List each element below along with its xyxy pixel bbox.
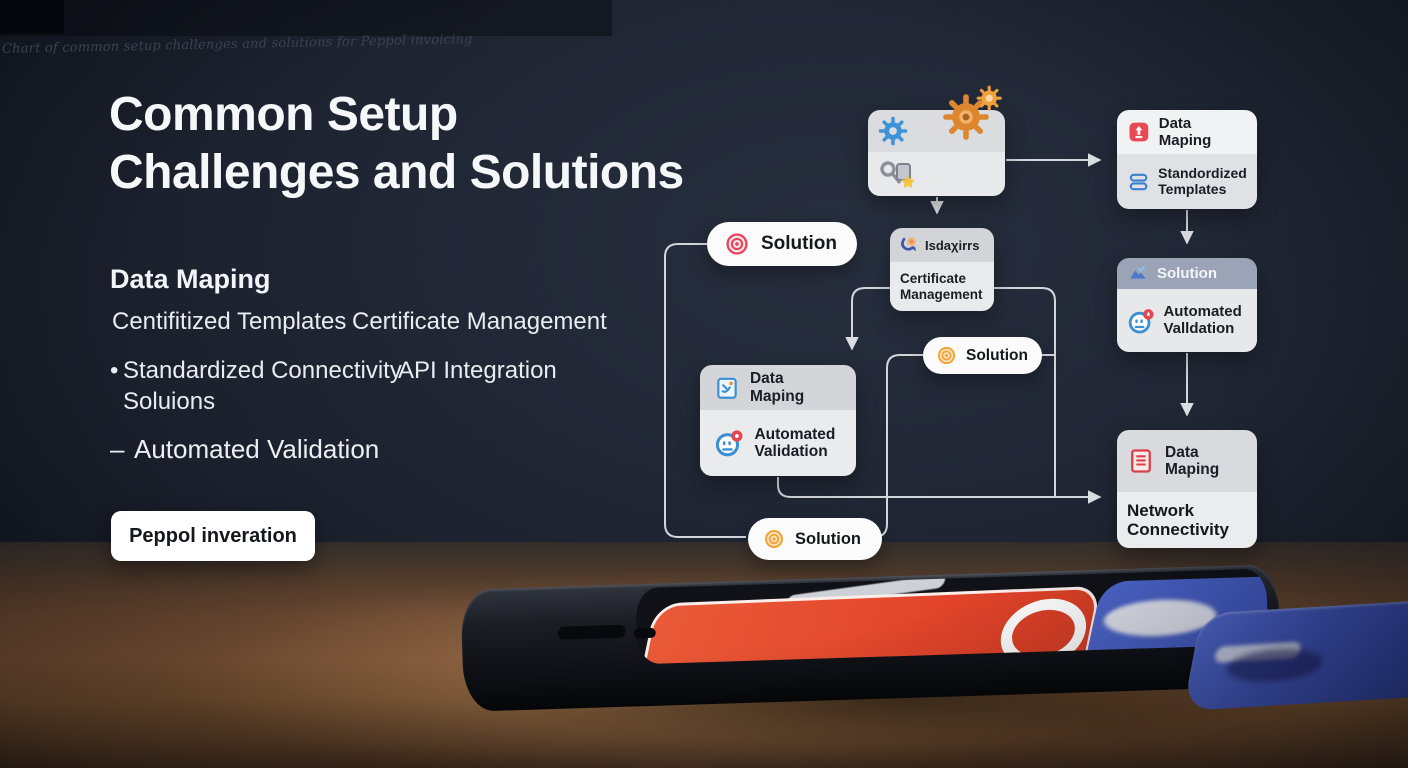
document-edit-icon	[717, 377, 737, 399]
flow-box-certificate-management: Isdaχirrs Certificate Management	[890, 228, 994, 311]
credentials-key-icon	[880, 161, 915, 188]
network-box-body: Network Connectivity	[1117, 492, 1257, 548]
setup-box-body	[868, 152, 1005, 196]
solution-pill-label: Solution	[966, 346, 1028, 364]
mountain-check-icon	[1130, 265, 1146, 279]
certificate-icon	[901, 237, 917, 252]
title-line-1: Common Setup	[109, 88, 458, 141]
solution-pill-left[interactable]: Solution	[707, 222, 857, 266]
certificate-box-header-label: Isdaχirrs	[925, 237, 980, 253]
item-api-integration: API Integration	[398, 357, 557, 384]
network-box-header: Data Maping	[1117, 430, 1257, 492]
solution-pill-label: Solution	[761, 233, 837, 254]
certificate-box-body: Certificate Management	[890, 262, 994, 311]
solution-box-body-label: Automated Valldation	[1163, 302, 1242, 337]
item-standardized-connectivity: Standardized Connectivity	[123, 357, 402, 384]
orange-gears-icon	[943, 85, 1002, 140]
title-line-2: Challenges and Solutions	[109, 146, 684, 199]
network-box-header-label: Data Maping	[1165, 443, 1220, 478]
target-icon	[765, 530, 783, 548]
solution-pill-label: Solution	[795, 529, 861, 548]
validation-badge-icon	[1128, 308, 1154, 333]
solution-pill-middle[interactable]: Solution	[923, 337, 1042, 374]
peppol-integration-button[interactable]: Peppol inveration	[111, 511, 315, 561]
mapping-box-header-label: Data Maping	[749, 369, 805, 405]
page-title: Common Setup Challenges and Solutions	[109, 86, 684, 202]
item-automated-validation: Automated Validation	[134, 434, 380, 464]
red-mapping-icon	[1129, 122, 1149, 142]
solution-box-header: Solution	[1117, 258, 1257, 289]
gear-icon	[878, 116, 908, 146]
red-document-icon	[1131, 449, 1151, 473]
templates-box-body-label: Standordized Templates	[1158, 164, 1247, 197]
item-certificate-management: Certificate Management	[352, 308, 607, 335]
network-box-body-label: Network Connectivity	[1127, 500, 1230, 539]
certificate-box-header: Isdaχirrs	[890, 228, 994, 262]
templates-box-body: Standordized Templates	[1117, 154, 1257, 209]
section-heading-data-mapping: Data Maping	[110, 264, 271, 294]
solution-box-header-label: Solution	[1157, 265, 1217, 282]
flow-box-solution: Solution Automated Valldation	[1117, 258, 1257, 352]
solution-box-body: Automated Valldation	[1117, 289, 1257, 352]
peppol-button-label: Peppol inveration	[129, 524, 297, 547]
certificate-box-body-label: Certificate Management	[900, 271, 983, 302]
flow-box-standardized-templates: Data Maping Standordized Templates	[1117, 110, 1257, 209]
validation-badge-icon	[715, 430, 743, 457]
templates-box-header: Data Maping	[1117, 110, 1257, 154]
mapping-box-header: Data Maping	[700, 365, 856, 410]
templates-box-header-label: Data Maping	[1158, 115, 1212, 149]
flow-box-network-connectivity: Data Maping Network Connectivity	[1117, 430, 1257, 548]
solution-pill-bottom[interactable]: Solution	[748, 518, 882, 560]
flow-box-data-mapping: Data Maping Automated Validation	[700, 365, 856, 476]
mapping-box-body: Automated Validation	[700, 410, 856, 476]
target-icon	[937, 346, 956, 365]
item-centralized-templates: Centifitized Templates	[112, 308, 347, 335]
bullet-marker: •	[110, 357, 119, 384]
mapping-box-body-label: Automated Validation	[754, 425, 836, 460]
dash-marker: –	[110, 434, 125, 464]
target-icon	[726, 233, 748, 255]
item-solutions: Soluions	[123, 388, 216, 415]
layers-icon	[1129, 173, 1148, 190]
